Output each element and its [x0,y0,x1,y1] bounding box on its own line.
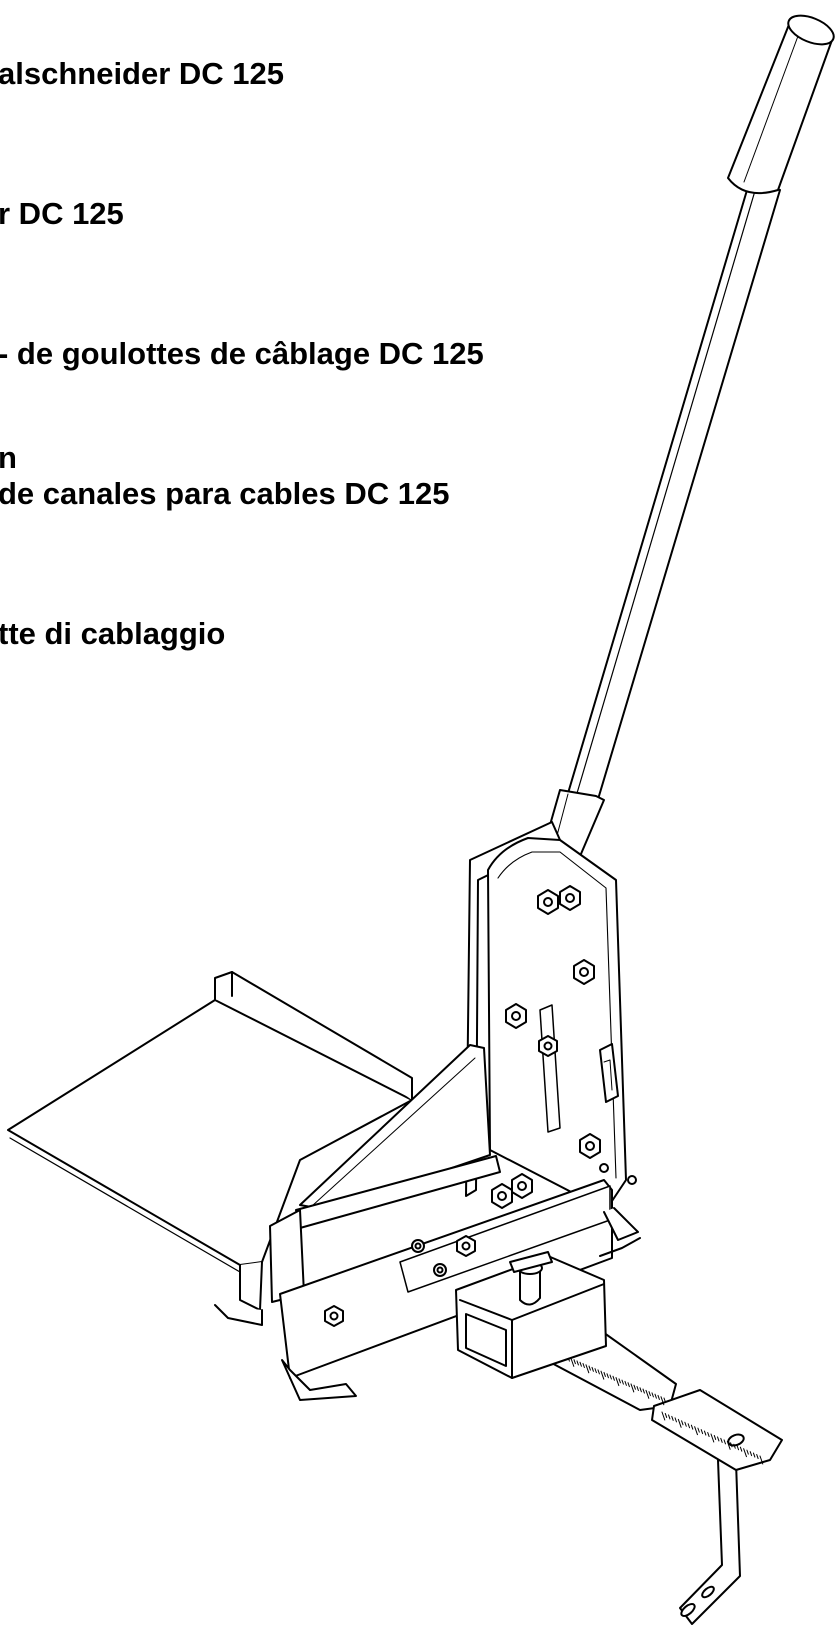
scale-tick [737,1446,738,1450]
scale-tick [613,1376,614,1380]
scale-tick [744,1449,747,1457]
feed-table [8,972,412,1325]
base-frame [280,1180,640,1400]
scale-tick [610,1375,611,1379]
scale-tick [685,1422,686,1426]
scale-tick [757,1455,758,1459]
scale-tick [714,1435,715,1439]
scale-tick [747,1450,748,1454]
scale-tick [607,1374,608,1378]
title-french: - de goulottes de câblage DC 125 [0,336,484,371]
scale-tick [734,1444,735,1448]
title-spanish-prefix: n [0,440,17,475]
scale-tick [701,1430,702,1434]
blade-assembly [270,1045,500,1302]
scale-tick [753,1453,754,1457]
scale-tick [643,1389,644,1393]
scale-tick [601,1371,604,1379]
scale-tick [655,1394,656,1398]
scale-tick [646,1390,649,1398]
scale-tick [586,1365,589,1373]
scale-tick [625,1381,626,1385]
scale-tick [652,1393,653,1397]
hex-nuts [325,886,636,1326]
scale-tick [675,1418,676,1422]
scale-tick [634,1385,635,1389]
scale-tick [619,1379,620,1383]
scale-tick [628,1383,629,1387]
scale-tick [592,1367,593,1371]
scale-tick [721,1438,722,1442]
length-stop-bracket [679,1460,740,1624]
scale-tick [662,1412,665,1420]
scale-tick [731,1443,732,1447]
scale-tick [688,1424,689,1428]
scale-tick [658,1395,659,1399]
scale-tick [571,1358,574,1366]
scale-tick [622,1380,623,1384]
lever-handle [540,10,836,868]
scale-tick [669,1415,670,1419]
scale-tick [640,1388,641,1392]
scale-tick [661,1397,664,1405]
scale-tick [740,1447,741,1451]
scale-tick [649,1392,650,1396]
scale-tick [698,1428,699,1432]
scale-tick [682,1421,683,1425]
title-spanish: de canales para cables DC 125 [0,476,450,511]
title-italian: tte di cablaggio [0,616,226,651]
scale-tick [580,1362,581,1366]
scale-tick [724,1440,725,1444]
scale-tick [598,1370,599,1374]
scale-tick [589,1366,590,1370]
title-english: r DC 125 [0,196,124,231]
scale-tick [708,1433,709,1437]
scale-tick [665,1413,666,1417]
scale-tick [704,1431,705,1435]
scale-tick [574,1360,575,1364]
scale-tick [631,1384,634,1392]
duct-clamp [456,1252,606,1378]
scale-tick [664,1398,665,1402]
scale-tick [637,1387,638,1391]
scale-tick [750,1452,751,1456]
scale-tick [583,1364,584,1368]
scale-tick [711,1434,714,1442]
scale-tick [595,1369,596,1373]
scale-tick [727,1441,730,1449]
title-german: alschneider DC 125 [0,56,285,91]
scale-tick [760,1456,763,1464]
scale-tick [577,1361,578,1365]
scale-tick [691,1425,692,1429]
scale-tick [672,1416,673,1420]
scale-tick [616,1378,619,1386]
scale-tick [604,1372,605,1376]
scale-tick [718,1437,719,1441]
scale-tick [695,1427,698,1435]
scale-tick [678,1419,681,1427]
